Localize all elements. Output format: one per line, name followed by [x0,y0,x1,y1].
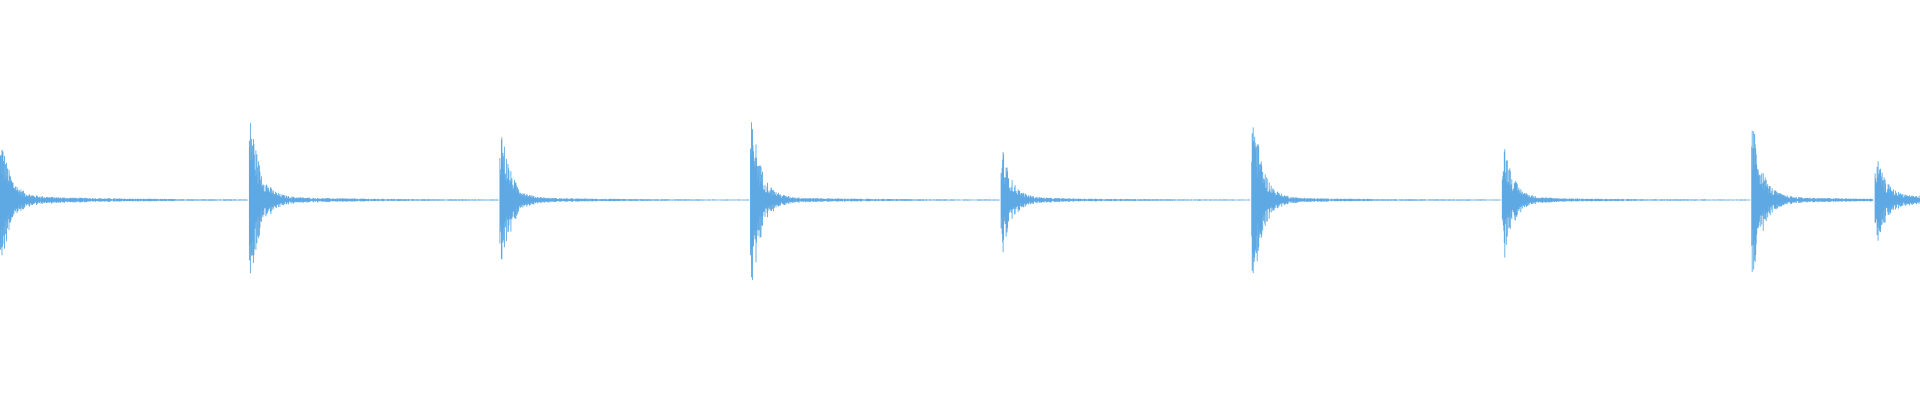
transient-hit [1251,127,1501,274]
transient-waveform [1251,127,1501,274]
transient-waveform [248,123,499,274]
transient-hit [1000,152,1251,253]
transient-waveform [499,137,749,260]
transient-hit [750,122,1000,280]
transient-waveform [1751,130,1874,272]
transient-hit [1501,149,1750,258]
transient-waveform [0,149,248,256]
transient-waveform [750,122,1000,280]
transient-hit [499,137,749,260]
transient-waveform [1874,161,1920,241]
transient-hit [248,123,499,274]
transient-hit [1874,161,1920,241]
transient-waveform [1501,149,1750,258]
transient-hit [0,149,248,256]
transient-hit [1751,130,1874,272]
transient-waveform [1000,152,1251,253]
